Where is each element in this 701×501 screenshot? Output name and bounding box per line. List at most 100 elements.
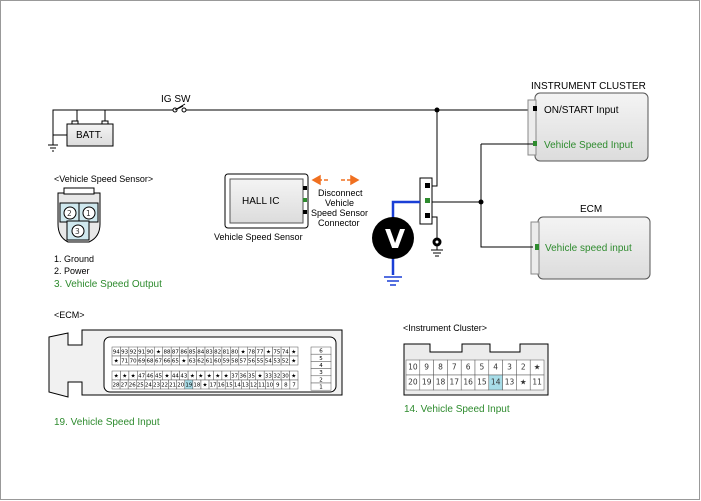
voltmeter-label: V — [385, 225, 405, 255]
svg-text:★: ★ — [241, 350, 246, 356]
svg-text:74: 74 — [282, 350, 289, 356]
svg-text:17: 17 — [210, 383, 217, 389]
svg-text:10: 10 — [408, 363, 418, 372]
ecm-pin: 61 — [204, 355, 214, 366]
ecm-pin: 81 — [221, 346, 231, 357]
svg-text:★: ★ — [156, 350, 161, 356]
svg-text:11: 11 — [532, 378, 542, 387]
svg-text:86: 86 — [180, 350, 187, 356]
svg-text:94: 94 — [113, 350, 120, 356]
svg-text:75: 75 — [273, 350, 280, 356]
ecm-pin: 83 — [204, 346, 214, 357]
svg-text:13: 13 — [505, 378, 515, 387]
ecm-pin: 54 — [263, 355, 273, 366]
ecm-pin: 59 — [221, 355, 231, 366]
vss-connector-title: <Vehicle Speed Sensor> — [54, 174, 153, 184]
ecm-pin: 22 — [160, 379, 169, 390]
ecm-pin: 15 — [224, 379, 234, 390]
ecm-pin: ★ — [187, 370, 197, 381]
ecm-pin: 56 — [247, 355, 256, 366]
svg-text:28: 28 — [113, 383, 120, 389]
ecm-pin: 32 — [272, 370, 282, 381]
ecm-pin: 70 — [128, 355, 138, 366]
cluster-pin: 15 — [474, 374, 490, 391]
svg-text:16: 16 — [218, 383, 225, 389]
svg-text:63: 63 — [189, 359, 196, 365]
svg-text:★: ★ — [122, 374, 127, 380]
ecm-pin: 33 — [263, 370, 273, 381]
ecm-speed-input-label: Vehicle speed input — [545, 243, 632, 254]
cluster-pin: 4 — [488, 359, 503, 376]
vss-legend-power: 2. Power — [54, 266, 90, 276]
svg-text:2: 2 — [319, 377, 323, 383]
svg-text:★: ★ — [190, 374, 195, 380]
ecm-pin: ★ — [111, 355, 121, 366]
ecm-pin: 53 — [272, 355, 282, 366]
svg-text:Connector: Connector — [318, 218, 360, 228]
svg-text:52: 52 — [282, 359, 289, 365]
ecm-pin: 9 — [273, 379, 283, 390]
svg-text:2: 2 — [67, 209, 72, 218]
junction-dot — [434, 107, 440, 113]
ecm-pin: 26 — [127, 379, 137, 390]
svg-text:Disconnect: Disconnect — [318, 188, 363, 198]
ecm-pin: 35 — [247, 370, 256, 381]
cluster-pin: 18 — [433, 374, 448, 391]
svg-text:61: 61 — [206, 359, 213, 365]
svg-text:★: ★ — [203, 383, 208, 389]
svg-text:81: 81 — [223, 350, 230, 356]
ecm-pin: 84 — [196, 346, 206, 357]
ig-sw-label: IG SW — [161, 94, 191, 105]
svg-text:★: ★ — [164, 374, 169, 380]
ecm-pin-highlight: 19 — [184, 379, 194, 390]
svg-text:87: 87 — [172, 350, 179, 356]
ecm-pin: 57 — [238, 355, 248, 366]
cluster-pin: 10 — [405, 359, 421, 376]
svg-text:43: 43 — [180, 374, 187, 380]
ecm-pin: 2 — [310, 375, 332, 383]
svg-text:30: 30 — [282, 374, 289, 380]
svg-text:65: 65 — [172, 359, 179, 365]
cluster-pin: ★ — [516, 374, 531, 391]
svg-text:Speed Sensor: Speed Sensor — [311, 208, 368, 218]
svg-text:21: 21 — [169, 383, 176, 389]
ecm-pin: 63 — [187, 355, 197, 366]
ecm-pin: ★ — [289, 355, 299, 366]
ecm-pin: 71 — [120, 355, 130, 366]
ecm-pin: 52 — [280, 355, 290, 366]
svg-text:1: 1 — [86, 209, 91, 218]
svg-text:2: 2 — [521, 363, 526, 372]
svg-text:68: 68 — [147, 359, 154, 365]
ecm-pin: ★ — [238, 346, 248, 357]
svg-text:★: ★ — [198, 374, 203, 380]
cluster-pin-highlight: 14 — [488, 374, 503, 391]
svg-text:90: 90 — [147, 350, 154, 356]
ecm-pin: ★ — [200, 379, 210, 390]
ecm-pin: ★ — [154, 346, 163, 357]
svg-text:17: 17 — [450, 378, 460, 387]
signal-wiring — [432, 143, 533, 248]
disconnect-arrows — [311, 174, 360, 186]
ecm-connector-title: <ECM> — [54, 310, 85, 320]
ecm-pin: 17 — [208, 379, 218, 390]
ecm-pin: ★ — [179, 355, 189, 366]
svg-text:7: 7 — [452, 363, 457, 372]
ecm-pin: 67 — [154, 355, 163, 366]
power-wiring — [48, 105, 535, 187]
ecm-pin: 43 — [179, 370, 189, 381]
svg-text:36: 36 — [240, 374, 247, 380]
ecm-pin: 6 — [310, 346, 332, 355]
ecm-pin: ★ — [111, 370, 121, 381]
svg-text:18: 18 — [436, 378, 446, 387]
ecm-pin: 4 — [310, 361, 332, 369]
svg-text:32: 32 — [273, 374, 280, 380]
ecm-pin: 27 — [119, 379, 129, 390]
ecm-pin: 87 — [170, 346, 180, 357]
ecm-pin: 13 — [241, 379, 250, 390]
svg-text:47: 47 — [138, 374, 145, 380]
ecm-pin: ★ — [289, 346, 299, 357]
hall-ic-label: HALL IC — [242, 196, 279, 207]
svg-text:Vehicle: Vehicle — [325, 198, 354, 208]
svg-text:★: ★ — [257, 374, 262, 380]
